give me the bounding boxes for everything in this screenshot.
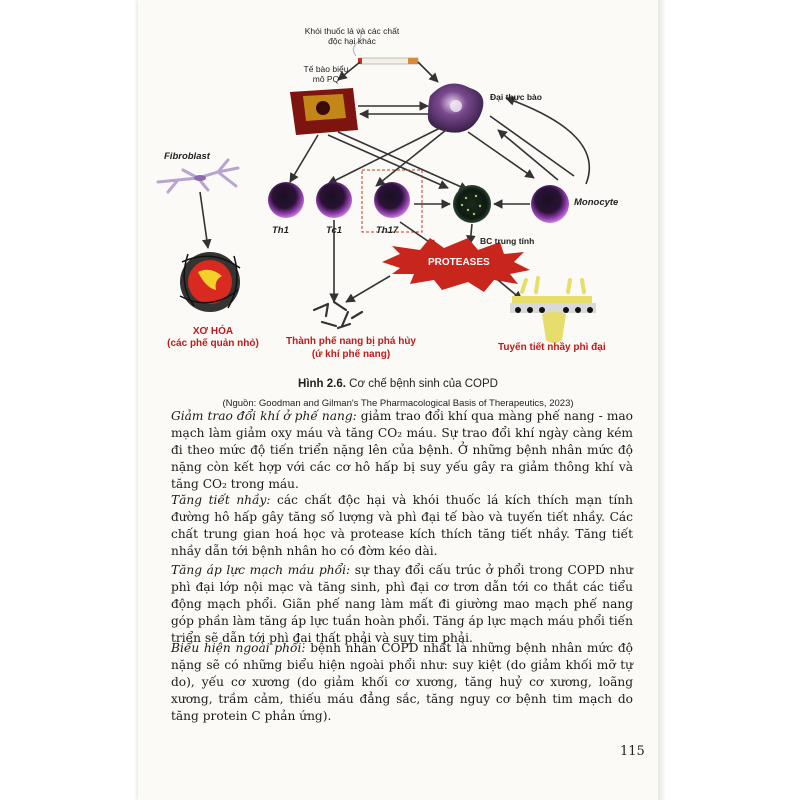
figure-drawing [156,27,596,343]
tc1-cell-icon [316,182,352,218]
paragraph-pulmonary-pressure: Tăng áp lực mạch máu phổi: sự thay đổi c… [171,562,633,647]
figure-source: (Nguồn: Goodman and Gilman's The Pharmac… [222,398,574,409]
neutrophil-cell-icon [453,185,491,223]
page-number: 115 [620,744,645,759]
figure-number: Hình 2.6. [298,378,346,390]
page-edge [658,0,666,800]
paragraph-lead: Giảm trao đổi khí ở phế nang: [171,409,357,423]
proteases-label: PROTEASES [428,257,490,268]
alveolar-destruction-label: Thành phế nang bị phá hủy [286,336,416,347]
th1-label: Th1 [272,225,289,236]
figure-title: Cơ chế bệnh sinh của COPD [349,378,498,390]
paragraph-text: sự thay đổi cấu trúc ở phổi trong COPD n… [171,563,633,645]
paragraph-text: bệnh nhân COPD nhất là những bệnh nhân m… [171,641,633,723]
fibrosis-icon [179,252,241,312]
paragraph-text: giảm trao đổi khí qua màng phế nang - ma… [171,409,633,491]
proteases-burst [382,238,530,292]
macrophage-label: Đại thực bào [490,92,542,102]
paragraph-mucus: Tăng tiết nhầy: các chất độc hại và khói… [171,492,633,560]
mucus-gland-icon [510,276,596,343]
book-page: Khói thuốc lá và các chất độc hại khác T… [138,0,658,800]
neutrophil-label: BC trung tính [480,236,535,246]
paragraph-gas-exchange: Giảm trao đổi khí ở phế nang: giảm trao … [171,408,633,493]
th17-cell-icon [374,182,410,218]
paragraph-extrapulmonary: Biểu hiện ngoài phổi: bệnh nhân COPD nhấ… [171,640,633,725]
smoke-label: Khói thuốc lá và các chất độc hại khác [304,26,400,46]
paragraph-lead: Tăng tiết nhầy: [171,493,271,507]
tc1-label: Tc1 [326,225,343,236]
alveolar-destruction-sublabel: (ứ khí phế nang) [311,349,391,360]
monocyte-label: Monocyte [574,197,619,208]
epithelium-cells-icon [290,88,358,135]
cigarette-icon [352,27,419,65]
fibrosis-sublabel: (các phế quản nhỏ) [167,338,259,349]
mucus-gland-label: Tuyến tiết nhầy phì đại [498,342,606,353]
th1-cell-icon [268,182,304,218]
fibroblast-cell-icon [156,158,240,194]
monocyte-cell-icon [531,185,569,223]
copd-pathogenesis-figure: Khói thuốc lá và các chất độc hại khác T… [138,0,658,380]
fibrosis-label: XƠ HÓA [192,326,234,337]
paragraph-text: các chất độc hại và khói thuốc lá kích t… [171,493,633,558]
paragraph-lead: Biểu hiện ngoài phổi: [171,641,306,655]
paragraph-lead: Tăng áp lực mạch máu phổi: [171,563,351,577]
fibroblast-label: Fibroblast [164,151,210,162]
th17-label: Th17 [376,225,399,236]
epithelium-label: Tế bào biểu mô PQ [303,64,349,84]
macrophage-cell-icon [427,83,484,133]
destroyed-alveoli-icon [312,300,364,330]
figure-caption: Hình 2.6. Cơ chế bệnh sinh của COPD [138,378,658,390]
th17-highlight-box [361,169,423,233]
